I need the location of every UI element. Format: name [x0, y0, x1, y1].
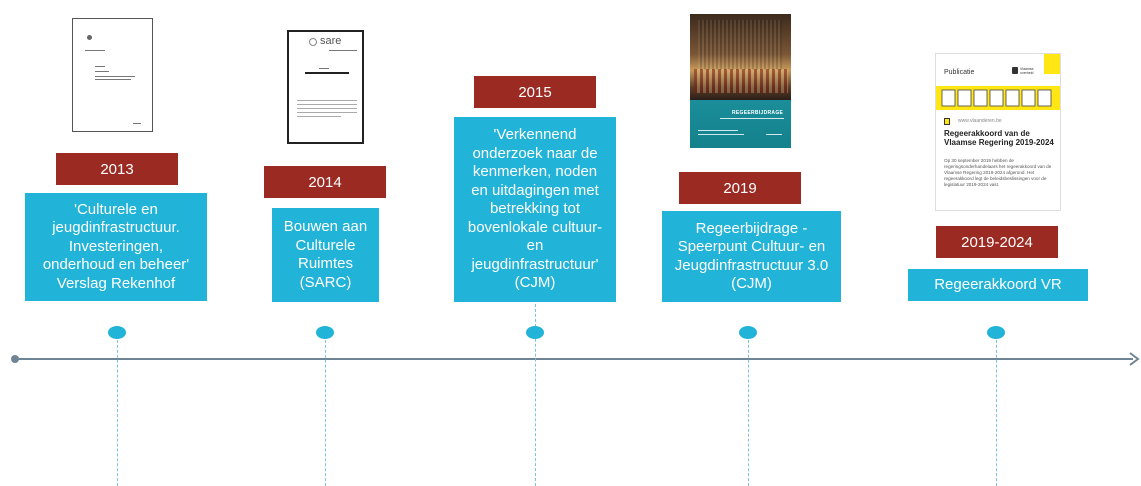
seal-icon: [87, 35, 92, 40]
book-pages-banner: [936, 86, 1060, 110]
pages-icon: [941, 89, 1052, 107]
timeline-dot: [987, 326, 1005, 339]
sarc-logo: sare: [320, 35, 342, 47]
vlaanderen-url: www.vlaanderen.be: [958, 118, 1002, 124]
event-card-2013: 'Culturele en jeugdinfrastructuur. Inves…: [25, 193, 207, 301]
timeline-connector: [117, 340, 118, 486]
year-label-2019-2024: 2019-2024: [936, 226, 1058, 258]
vlaanderen-icon: [944, 118, 950, 125]
timeline-dot: [526, 326, 544, 339]
publicatie-title: Regeerakkoord van de Vlaamse Regering 20…: [944, 129, 1054, 147]
yellow-corner-shape: [1044, 54, 1060, 74]
timeline-dot: [108, 326, 126, 339]
year-label-2013: 2013: [56, 153, 178, 185]
publicatie-label: Publicatie: [944, 69, 975, 76]
regeerbijdrage-cover-thumbnail: REGEERBIJDRAGE: [690, 14, 791, 148]
regeerbijdrage-title: REGEERBIJDRAGE: [732, 110, 784, 116]
timeline-connector: [748, 340, 749, 486]
year-label-2014: 2014: [264, 166, 386, 198]
event-card-2019-2024: Regeerakkoord VR: [908, 269, 1088, 301]
event-card-2019: Regeerbijdrage - Speerpunt Cultuur- en J…: [662, 211, 841, 302]
publicatie-thumbnail: Publicatie Vlaamse overheid www.vlaander…: [935, 53, 1061, 211]
rekenhof-report-thumbnail: [72, 18, 153, 132]
sarc-logo-mark-icon: [309, 38, 317, 46]
event-card-2015: 'Verkennend onderzoek naar de kenmerken,…: [454, 117, 616, 302]
timeline-arrow-icon: [1129, 352, 1140, 366]
lion-logo-icon: [1012, 67, 1018, 74]
publicatie-body: Op 30 september 2019 hebben de regerings…: [944, 158, 1052, 187]
timeline-connector: [996, 340, 997, 486]
timeline-connector: [535, 294, 536, 486]
timeline-dot: [739, 326, 757, 339]
year-label-2015: 2015: [474, 76, 596, 108]
vlaamse-overheid-brand: Vlaamse overheid: [1020, 67, 1034, 75]
sarc-report-thumbnail: sare: [287, 30, 364, 144]
timeline-axis: [15, 358, 1133, 360]
timeline-connector: [325, 340, 326, 486]
timeline-dot: [316, 326, 334, 339]
year-label-2019: 2019: [679, 172, 801, 204]
event-card-2014: Bouwen aan Culturele Ruimtes (SARC): [272, 208, 379, 302]
